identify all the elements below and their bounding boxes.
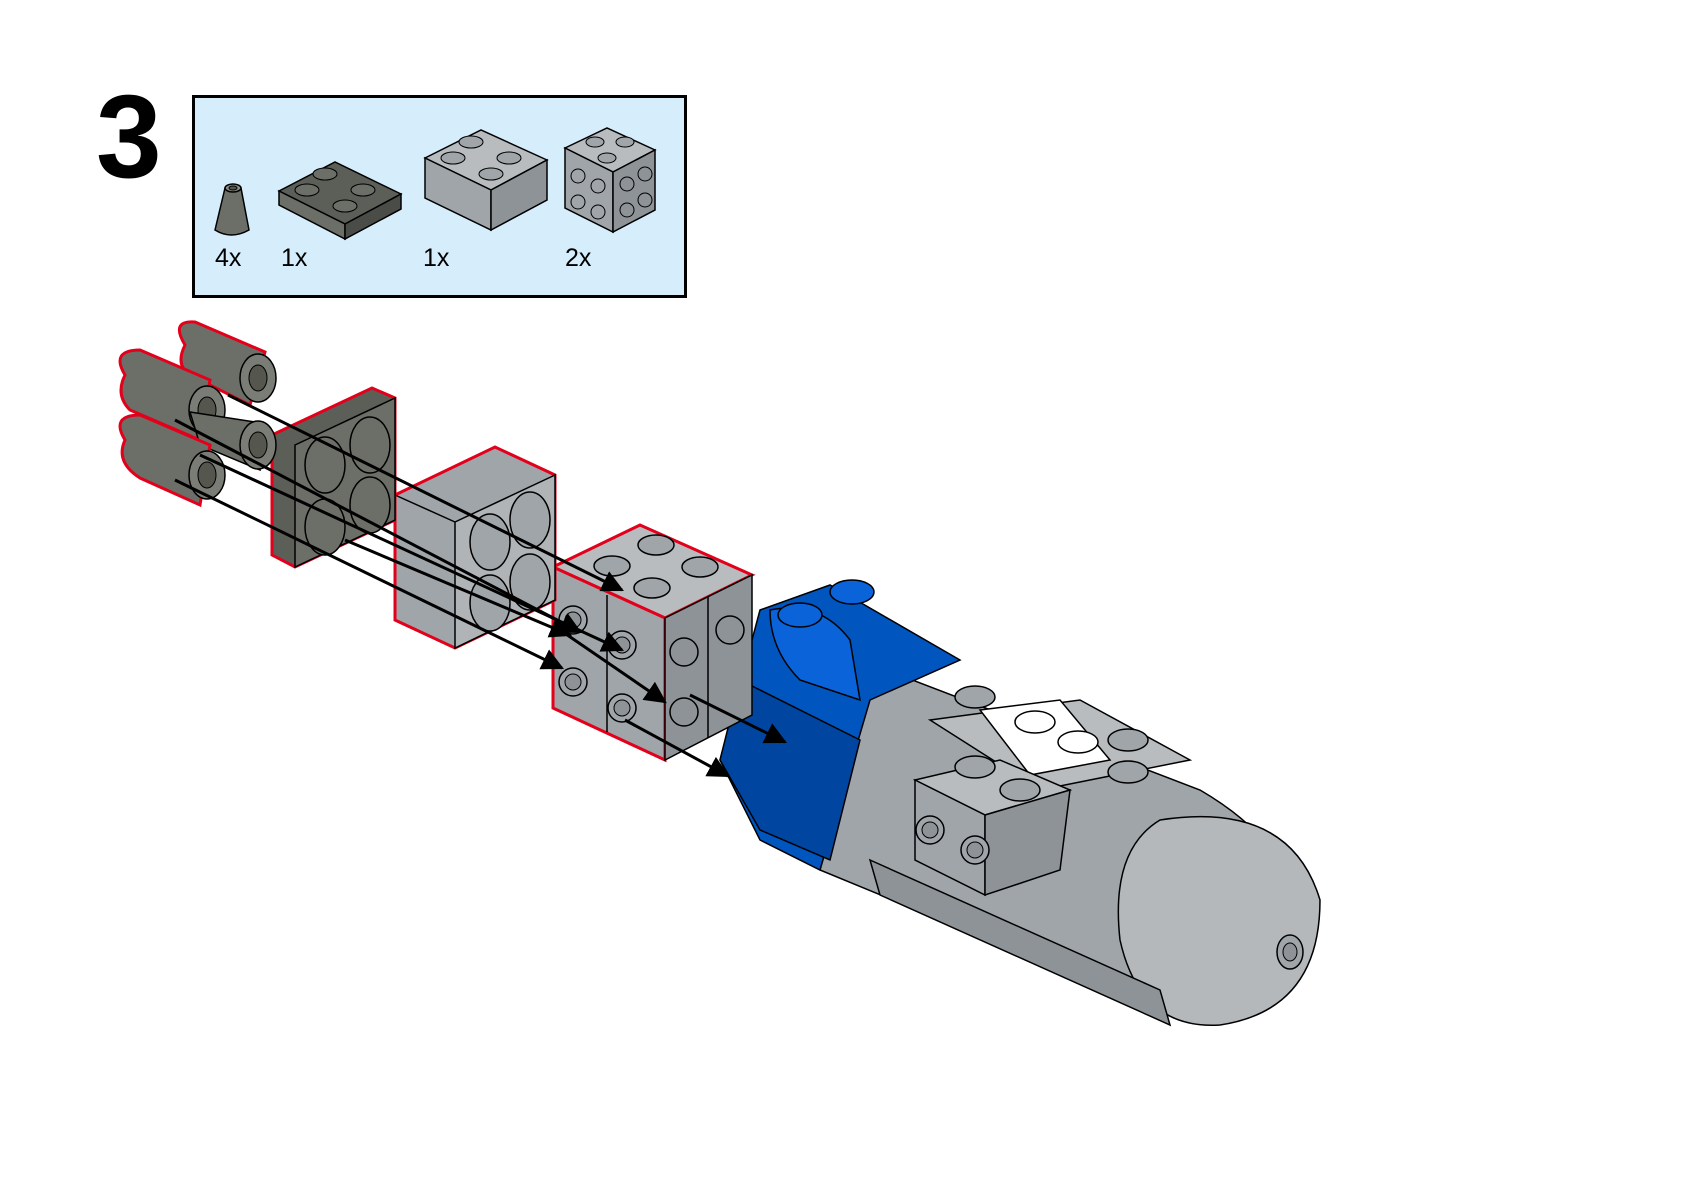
existing-assembly xyxy=(719,579,1321,1027)
cone-piece xyxy=(177,320,277,408)
arrow xyxy=(174,478,564,670)
cone-1x1-icon xyxy=(214,183,250,236)
arrow xyxy=(624,718,730,778)
part-quantity-plate: 1x xyxy=(281,244,308,272)
part-quantity-brick: 1x xyxy=(423,244,450,272)
parts-list-graphics xyxy=(214,127,657,241)
arrow xyxy=(689,693,787,744)
brick-studs-on-sides-icon xyxy=(563,127,657,234)
parts-list-callout: 4x 1x 1x 2x xyxy=(192,95,687,298)
new-part-cones xyxy=(118,320,277,508)
new-part-plate-2x2 xyxy=(270,386,397,569)
brick-2x2-icon xyxy=(423,129,549,232)
step-number: 3 xyxy=(96,71,162,203)
arrow xyxy=(559,628,667,704)
cone-piece xyxy=(118,413,226,508)
part-quantity-side-stud-brick: 2x xyxy=(565,244,592,272)
arrow xyxy=(227,393,624,592)
part-quantity-cone: 4x xyxy=(215,244,242,272)
assembly-arrows xyxy=(174,393,787,778)
arrow xyxy=(174,418,582,634)
plate-2x2-icon xyxy=(277,161,403,241)
arrow xyxy=(344,538,573,638)
new-part-side-stud-bricks xyxy=(549,523,756,763)
